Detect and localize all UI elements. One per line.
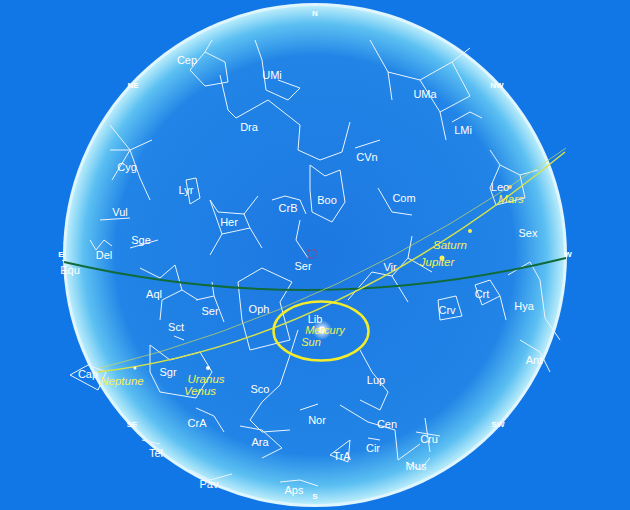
compass-label: S [312,493,317,501]
constellation-label: Cir [366,443,380,454]
constellation-label: Lyr [179,185,194,196]
constellation-label: Com [392,193,415,204]
compass-label: E [58,251,63,259]
constellation-label: CrB [279,203,298,214]
planet-label: Sun [301,337,321,349]
constellation-label: Del [96,250,113,261]
constellation-label: Vir [383,262,396,273]
planet-label: Mars [498,194,524,206]
constellation-label: Aps [285,485,304,496]
constellation-label: Her [220,217,238,228]
constellation-label: LMi [454,125,472,136]
constellation-label: Equ [60,265,80,276]
constellation-label: Ser [294,261,311,272]
constellation-label: TrA [333,451,350,462]
planet-label: Venus [184,386,216,398]
constellation-label: Lib [308,314,323,326]
constellation-label: Crv [438,305,455,316]
constellation-label: Sge [131,235,151,246]
constellation-label: CrA [188,418,207,429]
constellation-label: Ara [251,437,268,448]
constellation-label: Sco [251,384,270,395]
constellation-label: Hya [514,301,534,312]
compass-label: SE [127,421,138,429]
highlight-ellipse: LibMercurySun [272,300,370,362]
constellation-label: Cap [78,369,98,380]
planet-label: Neptune [100,376,143,388]
constellation-label: Leo [491,182,509,193]
constellation-label: UMi [262,70,282,81]
compass-label: NE [127,82,138,90]
constellation-label: Cen [377,419,397,430]
constellation-label: CVn [356,152,377,163]
planet-label: Saturn [433,240,467,252]
compass-label: SW [492,421,505,429]
constellation-label: Dra [240,122,258,133]
constellation-label: Pav [200,479,219,490]
constellation-label: Cyg [117,162,137,173]
constellation-label: Boo [317,195,337,206]
constellation-label: Aql [146,289,162,300]
compass-label: NW [490,82,503,90]
constellation-label: Vul [112,207,128,218]
constellation-label: Mus [406,461,427,472]
constellation-label: Sex [519,228,538,239]
constellation-label: Sct [168,322,184,333]
constellation-label: Ser [201,306,218,317]
planet-label: Uranus [187,374,224,386]
constellation-label: Sgr [159,367,176,378]
constellation-label: Oph [249,304,270,315]
constellation-label: UMa [413,89,436,100]
planet-label: Jupiter [420,257,455,269]
constellation-label: Cru [420,434,438,445]
constellation-label: Nor [308,415,326,426]
compass-label: W [564,251,572,259]
constellation-label: Cep [177,55,197,66]
compass-label: N [312,10,318,18]
constellation-label: Lup [367,375,385,386]
constellation-label: Crt [475,289,490,300]
planet-label: Mercury [305,325,345,337]
constellation-label: Ant [526,355,543,366]
constellation-label: Tel [149,448,163,459]
